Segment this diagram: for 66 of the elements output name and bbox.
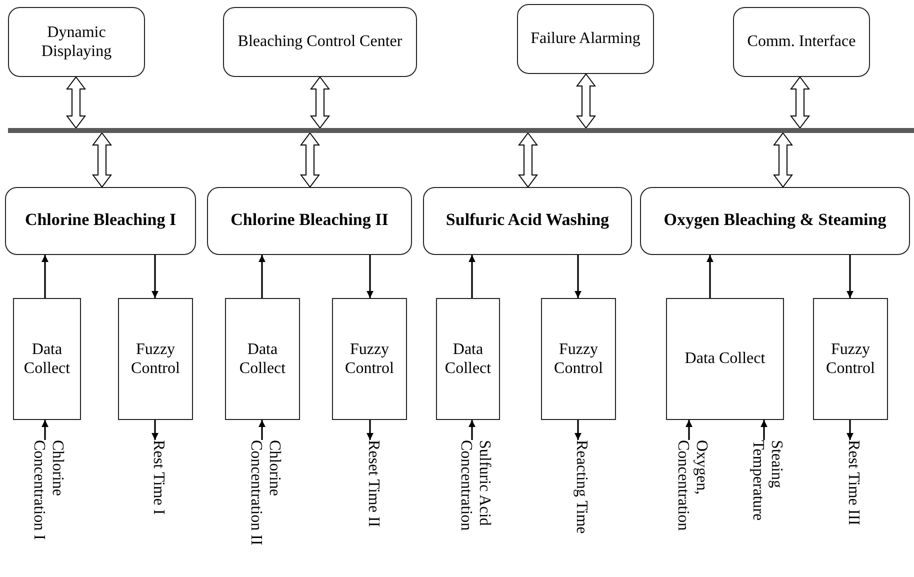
arrow xyxy=(468,255,476,298)
arrow xyxy=(846,255,854,298)
signal-label: Rest Time III xyxy=(838,440,862,526)
box-label: Fuzzy Control xyxy=(825,340,876,378)
box-label: Data Collect xyxy=(684,349,766,369)
box-label: Data Collect xyxy=(444,340,492,378)
arrow xyxy=(42,420,48,440)
arrow xyxy=(846,420,854,440)
function-box xyxy=(13,298,81,420)
signal-label: Reacting Time xyxy=(566,440,590,534)
arrow xyxy=(366,255,374,298)
double-arrow xyxy=(576,73,596,129)
module-box xyxy=(8,7,145,77)
box-label: Failure Alarming xyxy=(530,29,642,49)
signal-label: Rest Time I xyxy=(143,440,167,515)
function-box xyxy=(541,298,616,420)
signal-label: Steaing Temperature xyxy=(743,440,785,540)
arrow xyxy=(706,255,714,298)
function-box xyxy=(436,298,500,420)
process-box xyxy=(5,187,196,255)
module-box xyxy=(517,4,654,74)
box-label: Fuzzy Control xyxy=(344,340,395,378)
process-box xyxy=(207,187,412,255)
double-arrow xyxy=(773,132,793,188)
box-label: Data Collect xyxy=(22,340,72,378)
function-box xyxy=(332,298,407,420)
arrow xyxy=(574,255,582,298)
arrow xyxy=(366,420,374,440)
function-box xyxy=(666,298,784,420)
arrow xyxy=(468,420,476,440)
box-label: Fuzzy Control xyxy=(553,340,604,378)
module-box xyxy=(223,7,417,77)
box-label: Comm. Interface xyxy=(746,32,857,52)
module-box xyxy=(733,7,870,77)
double-arrow xyxy=(66,76,86,129)
arrow xyxy=(574,420,582,440)
box-label: Bleaching Control Center xyxy=(236,32,404,52)
signal-label: Sulfuric Acid Concentration xyxy=(451,440,493,540)
double-arrow xyxy=(300,132,320,188)
signal-label: Chlorine Concentration II xyxy=(241,440,283,572)
process-box xyxy=(640,187,910,255)
double-arrow xyxy=(790,76,810,129)
arrow xyxy=(152,420,158,440)
signal-label: Reset Time II xyxy=(358,440,382,528)
box-label: Fuzzy Control xyxy=(130,340,181,378)
arrow xyxy=(760,420,768,440)
process-box xyxy=(423,187,632,255)
arrow xyxy=(258,255,266,298)
double-arrow xyxy=(92,132,112,188)
function-box xyxy=(225,298,300,420)
box-label: Oxygen Bleaching & Steaming xyxy=(662,210,888,230)
double-arrow xyxy=(518,132,538,188)
box-label: Dynamic Displaying xyxy=(40,22,113,62)
double-arrow xyxy=(310,76,330,129)
arrow xyxy=(686,420,692,440)
arrow xyxy=(152,255,158,298)
box-label: Sulfuric Acid Washing xyxy=(444,210,610,230)
signal-label: Chlorine Concentration I xyxy=(26,440,66,572)
signal-label: Oxygen, Concentration xyxy=(668,440,710,540)
box-label: Data Collect xyxy=(238,340,287,378)
function-box xyxy=(813,298,888,420)
arrow xyxy=(42,255,48,298)
box-label: Chlorine Bleaching II xyxy=(230,210,390,230)
function-box xyxy=(118,298,193,420)
box-label: Chlorine Bleaching I xyxy=(24,210,178,230)
arrow xyxy=(258,420,266,440)
